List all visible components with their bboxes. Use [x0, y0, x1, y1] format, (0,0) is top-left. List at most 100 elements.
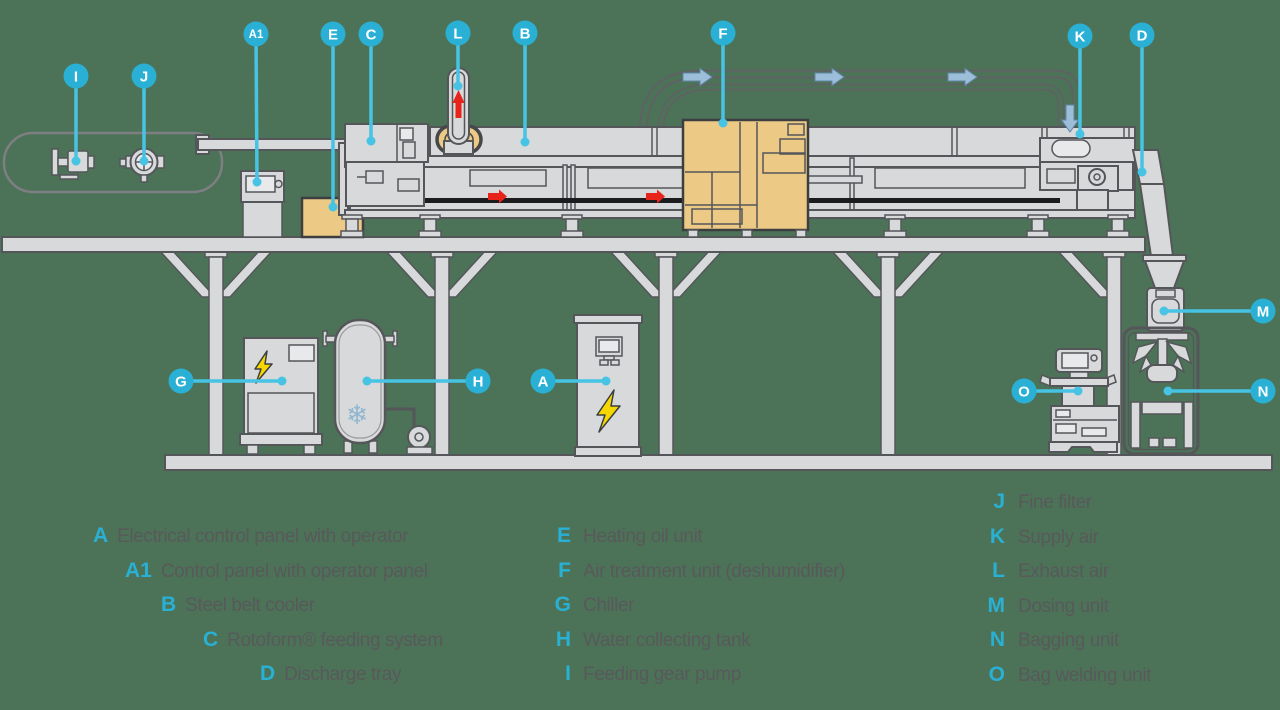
- leader-dot: [362, 376, 372, 386]
- legend-label: Air treatment unit (deshumidifier): [583, 560, 846, 582]
- callout-letter: A: [538, 373, 549, 390]
- callout-B: B: [512, 20, 538, 147]
- legend-letter: B: [161, 593, 177, 617]
- callout-letter: D: [1137, 27, 1148, 44]
- callout-I: I: [63, 63, 89, 166]
- legend-letter: O: [988, 662, 1005, 686]
- callout-badge: [243, 21, 269, 47]
- callout-letter: K: [1075, 28, 1086, 45]
- supply-air-inlet: [1051, 139, 1091, 158]
- lightning-icon: [254, 350, 273, 384]
- legend-row-O: O Bag welding unit: [975, 658, 1152, 693]
- callout-D: D: [1129, 22, 1155, 177]
- legend-letter: D: [260, 662, 276, 686]
- legend-label: Dosing unit: [1018, 595, 1109, 617]
- legend-row-L: L Exhaust air: [975, 554, 1151, 589]
- legend-label: Heating oil unit: [583, 526, 703, 547]
- callout-O: O: [1011, 378, 1083, 404]
- dosing-unit: [1142, 254, 1187, 332]
- legend-label: Discharge tray: [284, 664, 402, 686]
- callout-C: C: [358, 21, 384, 146]
- callout-letter: B: [520, 25, 531, 42]
- callout-badge: [1011, 378, 1037, 404]
- callout-M: M: [1159, 298, 1276, 324]
- callout-G: G: [168, 368, 287, 394]
- callout-badge: [320, 21, 346, 47]
- legend-row-J: J Fine filter: [975, 485, 1151, 520]
- leader-dot: [718, 118, 728, 128]
- air-treatment-unit: [681, 118, 810, 238]
- legend-label: Exhaust air: [1018, 561, 1109, 583]
- legend-letter: I: [565, 662, 571, 686]
- callout-badge: [512, 20, 538, 46]
- legend-letter: M: [987, 593, 1006, 617]
- callout-letter: J: [140, 68, 148, 85]
- callout-F: F: [710, 20, 736, 128]
- callout-K: K: [1067, 23, 1093, 139]
- leader-dot: [139, 156, 149, 166]
- legend-label: Control panel with operator panel: [160, 560, 428, 582]
- callout-A: A: [530, 368, 611, 394]
- leader-dot: [520, 137, 530, 147]
- legend-label: Supply air: [1018, 526, 1099, 548]
- legend-label: Bagging unit: [1018, 630, 1119, 652]
- bag: [1146, 364, 1178, 383]
- callout-badge: [710, 20, 736, 46]
- drive-pulley: [1088, 168, 1106, 186]
- legend-label: Fine filter: [1018, 492, 1092, 513]
- belt-direction-arrow: [646, 189, 665, 204]
- leader-dot: [71, 156, 81, 166]
- platform-leg: [818, 237, 958, 456]
- legend-row-M: M Dosing unit: [975, 589, 1151, 624]
- legend-row-B: B Steel belt cooler: [161, 588, 443, 623]
- legend-label: Electrical control panel with operator: [117, 526, 409, 547]
- feed-pipe: [197, 138, 351, 151]
- legend-label: Feeding gear pump: [583, 664, 741, 686]
- leader-dot: [252, 177, 262, 187]
- callout-E: E: [320, 21, 346, 212]
- belt-direction-arrow: [488, 189, 507, 204]
- callout-letter: N: [1258, 383, 1269, 400]
- callout-letter: A1: [249, 29, 264, 41]
- callout-L: L: [445, 20, 471, 91]
- snowflake-icon: ❄: [346, 400, 369, 431]
- leader-dot: [1073, 386, 1083, 396]
- legend-letter: L: [992, 559, 1005, 583]
- leader-dot: [601, 376, 611, 386]
- legend-letter: A: [93, 524, 109, 547]
- legend-label: Steel belt cooler: [185, 595, 315, 617]
- leader-dot: [1075, 129, 1085, 139]
- callout-badge: [445, 20, 471, 46]
- legend-letter: J: [993, 490, 1005, 513]
- callout-badge: [1067, 23, 1093, 49]
- callout-badge: [1250, 378, 1276, 404]
- legend-letter: E: [556, 524, 571, 547]
- machine-feet: [340, 214, 1130, 238]
- lightning-icon: [596, 389, 621, 433]
- bagging-unit: [1122, 326, 1200, 456]
- callout-N: N: [1163, 378, 1276, 404]
- oil-circulation-loop: [2, 131, 351, 194]
- callout-badge: [1129, 22, 1155, 48]
- bag-grippers: [1131, 338, 1193, 374]
- legend-letter: H: [555, 627, 571, 651]
- callout-letter: O: [1018, 383, 1030, 400]
- legend-letter: G: [554, 593, 571, 617]
- fine-filter: [119, 147, 165, 183]
- callout-letter: E: [328, 26, 338, 43]
- callout-letter: M: [1257, 303, 1270, 320]
- callout-badge: [530, 368, 556, 394]
- legend-label: Bag welding unit: [1018, 664, 1152, 686]
- legend-row-E: E Heating oil unit: [545, 519, 845, 554]
- callout-letter: C: [366, 26, 377, 43]
